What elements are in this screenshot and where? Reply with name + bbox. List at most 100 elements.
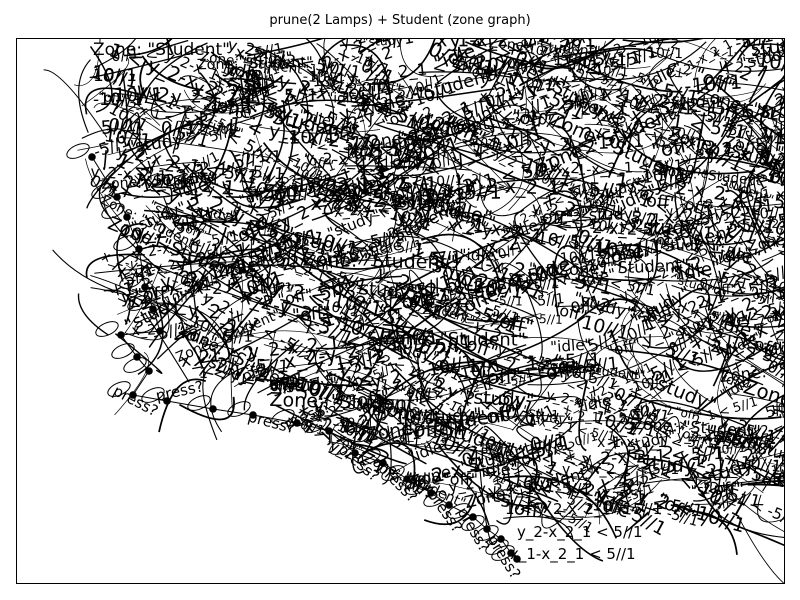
- zone-label: x_1-x_2_1 < 5//1: [436, 39, 596, 52]
- edge: [320, 39, 347, 61]
- zone-label: "study": [632, 450, 706, 478]
- edge: [352, 426, 365, 474]
- zone-label: x_2: [610, 418, 639, 440]
- edge: [473, 104, 526, 129]
- zone-label: 5//1: [584, 354, 619, 377]
- edge: [341, 225, 449, 264]
- zone-label: "idle": [550, 335, 593, 356]
- zone-label: y_2: [620, 217, 643, 233]
- zone-label: Zone: "Student": [269, 388, 423, 416]
- edge: [339, 44, 392, 116]
- edge: [144, 286, 154, 310]
- zone-label: -10//1: [107, 83, 164, 106]
- edge: [214, 73, 284, 91]
- edge: [735, 374, 764, 386]
- edge: [724, 457, 784, 484]
- edge: [423, 291, 438, 320]
- zone-label: x_2: [687, 461, 718, 484]
- edge: [188, 251, 199, 328]
- edge: [503, 515, 574, 540]
- zone-label: 10//1: [594, 63, 629, 80]
- edge: [627, 355, 668, 406]
- zone-label: -10//1: [586, 237, 644, 263]
- zone-label: "idle": [327, 90, 364, 106]
- zone-label: 5//1: [224, 329, 253, 347]
- zone-label: y_2: [455, 169, 480, 189]
- zone-label: y_2: [447, 474, 476, 497]
- edge: [194, 307, 231, 362]
- edge: [295, 250, 424, 270]
- edge: [721, 203, 746, 263]
- edge: [323, 39, 333, 91]
- zone-label: x_2: [704, 325, 728, 345]
- edge: [568, 241, 584, 258]
- edge: [122, 263, 162, 337]
- edge: [212, 408, 254, 416]
- edge: [516, 397, 537, 426]
- edge: [247, 44, 309, 118]
- edge: [496, 467, 513, 525]
- state-node: [117, 331, 125, 339]
- edge: [287, 238, 436, 262]
- edge: [270, 365, 377, 387]
- edge: [120, 334, 138, 358]
- zone-label: 0//1: [744, 431, 773, 452]
- edge: [137, 300, 164, 376]
- zone-label: x_2: [194, 279, 223, 299]
- edge: [690, 475, 757, 505]
- edge: [305, 265, 403, 294]
- edge: [316, 43, 390, 114]
- edge: [471, 147, 524, 221]
- edge: [725, 436, 760, 482]
- edge: [561, 479, 662, 518]
- zone-label: 0//1: [776, 103, 784, 129]
- edge: [404, 442, 559, 503]
- zone-label: 10//1: [588, 216, 628, 238]
- edge: [404, 391, 415, 445]
- edge: [489, 403, 623, 477]
- zone-label: "off": [97, 90, 127, 108]
- state-node: [88, 153, 96, 161]
- edge: [512, 491, 548, 514]
- edge: [166, 400, 214, 410]
- edge: [726, 312, 784, 362]
- zone-label: "study": [690, 480, 740, 500]
- zone-label: "study": [238, 49, 293, 71]
- edge: [530, 396, 580, 404]
- edge: [386, 122, 460, 192]
- edge: [724, 219, 744, 244]
- edge: [712, 334, 731, 387]
- edge: [625, 511, 649, 532]
- edge: [78, 59, 91, 133]
- edge: [275, 404, 407, 465]
- zone-label: y_2: [187, 298, 222, 324]
- edge: [172, 105, 194, 154]
- edge: [762, 458, 784, 492]
- edge: [125, 98, 161, 126]
- edge: [346, 86, 408, 142]
- edge: [653, 112, 676, 148]
- edge: [382, 462, 408, 480]
- edge: [768, 408, 784, 454]
- edge: [771, 117, 784, 145]
- zone-label: -10//1: [773, 450, 784, 468]
- edge: [519, 45, 542, 85]
- diagram-title: prune(2 Lamps) + Student (zone graph): [269, 13, 531, 28]
- edge: [739, 235, 775, 281]
- zone-label: x_2: [484, 231, 521, 259]
- edge: [307, 177, 416, 248]
- edge: [657, 188, 724, 241]
- zone-label: y_2-x_2_1 < 5//1: [171, 86, 318, 108]
- edge: [116, 92, 217, 117]
- edge: [81, 57, 129, 107]
- edge: [735, 425, 784, 440]
- edge: [472, 57, 595, 132]
- edge: [337, 314, 364, 347]
- zone-label: "off": [404, 418, 448, 442]
- edge: [280, 120, 330, 176]
- zone-label: x_2: [769, 298, 784, 326]
- edge: [251, 155, 377, 233]
- edge: [423, 357, 557, 401]
- zone-label: "off": [291, 303, 332, 326]
